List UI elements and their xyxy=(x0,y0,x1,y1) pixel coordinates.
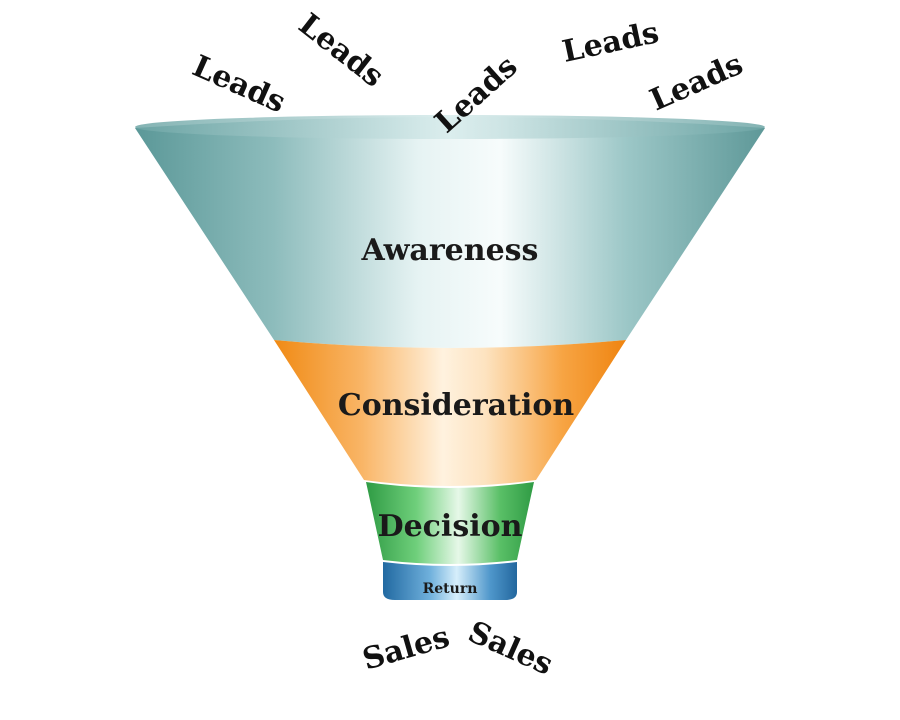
return-section xyxy=(383,562,517,600)
funnel-rim xyxy=(135,115,765,139)
return-label: Return xyxy=(422,581,478,597)
decision-section xyxy=(366,482,534,564)
consideration-section xyxy=(274,340,626,486)
awareness-label: Awareness xyxy=(361,233,539,268)
awareness-section xyxy=(135,117,765,348)
consideration-label: Consideration xyxy=(337,388,575,423)
decision-label: Decision xyxy=(377,509,523,544)
